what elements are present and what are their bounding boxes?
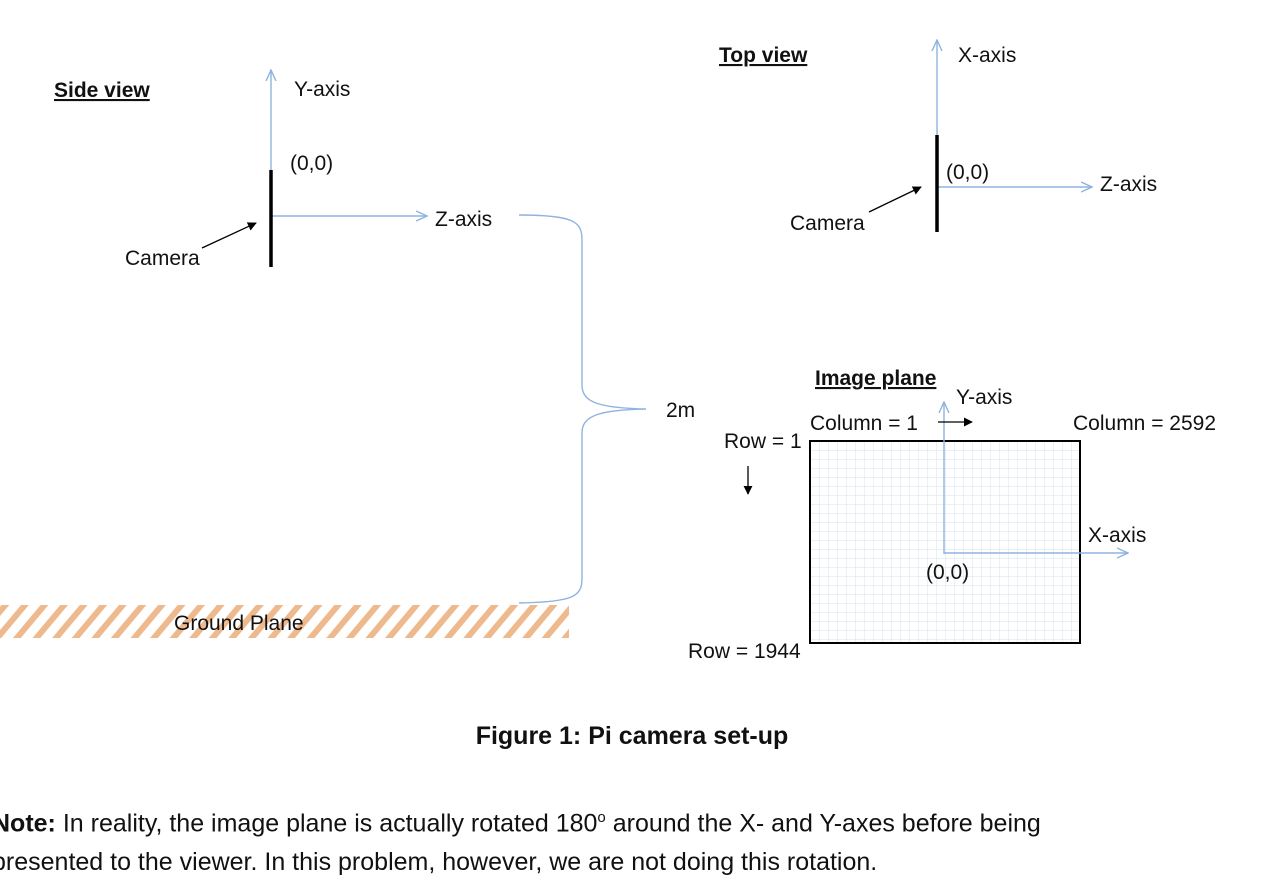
side-view-heading: Side view	[54, 79, 150, 102]
column-last-label: Column = 2592	[1073, 412, 1216, 435]
figure-caption: Figure 1: Pi camera set-up	[475, 722, 789, 750]
side-camera-pointer	[201, 222, 257, 249]
note-text-1: In reality, the image plane is actually …	[55, 809, 598, 838]
degree-superscript: o	[597, 809, 606, 826]
note-paragraph: Note: In reality, the image plane is act…	[0, 798, 1232, 882]
image-x-axis-label: X-axis	[1088, 524, 1146, 547]
image-y-axis-label: Y-axis	[956, 386, 1012, 409]
image-plane-grid	[810, 441, 1080, 643]
row-last-label: Row = 1944	[688, 640, 801, 663]
distance-label: 2m	[666, 399, 695, 422]
ground-plane-label: Ground Plane	[174, 612, 304, 635]
image-plane-heading: Image plane	[815, 367, 936, 390]
note-line-1: Note: In reality, the image plane is act…	[0, 798, 1232, 843]
distance-brace	[518, 214, 647, 604]
side-y-axis-label: Y-axis	[294, 78, 350, 101]
image-origin-label: (0,0)	[926, 561, 969, 584]
top-x-axis-label: X-axis	[958, 44, 1016, 67]
top-view: Top view X-axis (0,0) Z-axis Camera	[719, 40, 1157, 235]
note-text-1-end: around the X- and Y-axes before being	[605, 809, 1041, 838]
top-origin-label: (0,0)	[946, 161, 989, 184]
top-view-heading: Top view	[719, 44, 808, 67]
column-first-label: Column = 1	[810, 412, 918, 435]
top-z-axis-label: Z-axis	[1100, 173, 1157, 196]
top-camera-pointer	[868, 186, 922, 213]
image-plane: Image plane Y-axis X-axis (0,0) Column =…	[688, 367, 1216, 663]
image-plane-border	[809, 440, 1081, 644]
side-z-axis-label: Z-axis	[435, 208, 492, 231]
side-view: Side view Y-axis (0,0) Z-axis Camera 2m …	[0, 70, 695, 638]
note-line-2: presented to the viewer. In this problem…	[0, 848, 878, 877]
side-origin-label: (0,0)	[290, 152, 333, 175]
ground-plane-hatch	[0, 605, 569, 638]
row-first-label: Row = 1	[724, 430, 802, 453]
note-label: Note:	[0, 809, 56, 838]
side-camera-label: Camera	[125, 247, 200, 270]
top-camera-label: Camera	[790, 212, 865, 235]
